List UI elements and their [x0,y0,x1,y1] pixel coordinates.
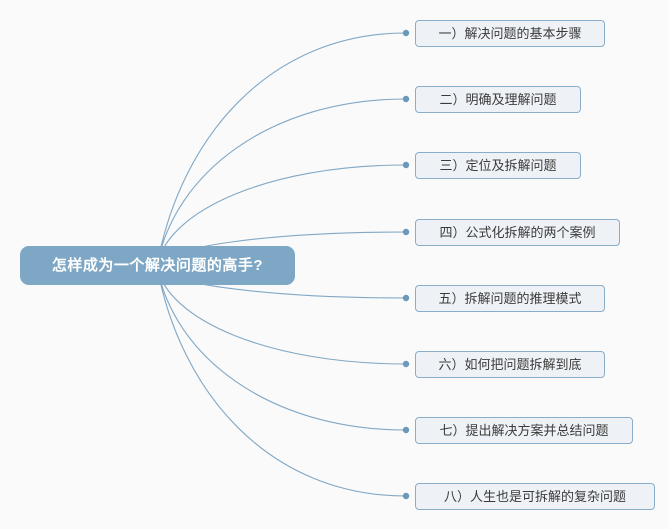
branch-connector-dot [402,29,410,37]
branch-connector [156,265,407,431]
branch-node-label: 四）公式化拆解的两个案例 [439,224,596,240]
branch-connector-dot [402,426,410,434]
branch-connector-dot [402,360,410,368]
branch-node-label: 六）如何把问题拆解到底 [438,356,582,372]
root-node[interactable]: 怎样成为一个解决问题的高手? [20,246,295,285]
branch-node[interactable]: 三）定位及拆解问题 [415,151,581,179]
branch-connector [156,98,407,267]
branch-connector-dot [402,161,410,169]
branch-node-label: 五）拆解问题的推理模式 [438,290,582,306]
branch-node-label: 八）人生也是可拆解的复杂问题 [443,488,626,504]
branch-node-label: 二）明确及理解问题 [439,91,557,107]
branch-node-label: 三）定位及拆解问题 [439,157,557,173]
branch-node-label: 一）解决问题的基本步骤 [438,25,582,41]
branch-connector-dot [402,228,410,236]
branch-connector-dot [402,492,410,500]
branch-connector [156,32,407,267]
branch-node[interactable]: 七）提出解决方案并总结问题 [415,416,633,444]
branch-node[interactable]: 四）公式化拆解的两个案例 [415,218,620,246]
branch-connector-dot [402,95,410,103]
branch-connector [156,265,407,497]
branch-node-label: 七）提出解决方案并总结问题 [439,422,609,438]
branch-node[interactable]: 一）解决问题的基本步骤 [415,19,605,47]
root-node-label: 怎样成为一个解决问题的高手? [51,257,264,274]
branch-node[interactable]: 二）明确及理解问题 [415,85,581,113]
branch-node[interactable]: 六）如何把问题拆解到底 [415,350,605,378]
branch-connector-dot [402,294,410,302]
branch-node[interactable]: 五）拆解问题的推理模式 [415,284,605,312]
branch-node[interactable]: 八）人生也是可拆解的复杂问题 [415,482,655,510]
